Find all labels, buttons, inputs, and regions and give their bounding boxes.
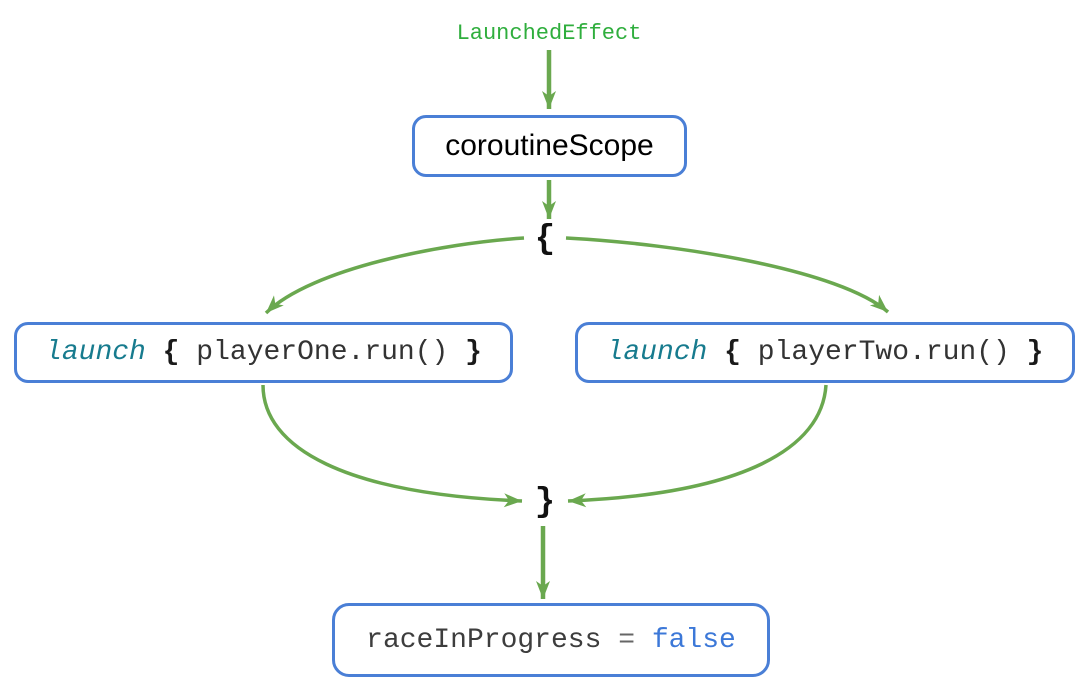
spacer	[448, 337, 465, 368]
launch-player-two-node: launch { playerTwo.run() }	[575, 322, 1075, 383]
open-brace: {	[724, 337, 741, 368]
coroutine-scope-node: coroutineScope	[412, 115, 687, 177]
coroutine-scope-label: coroutineScope	[445, 129, 654, 162]
race-in-progress-node: raceInProgress = false	[332, 603, 770, 677]
spacer	[707, 337, 724, 368]
launch-body: playerTwo.run()	[757, 337, 1010, 368]
launch-body: playerOne.run()	[196, 337, 449, 368]
result-value: false	[651, 624, 736, 656]
close-brace: }	[1026, 337, 1044, 368]
spacer	[635, 625, 652, 656]
launch-keyword: launch	[606, 337, 708, 368]
launch-player-one-node: launch { playerOne.run() }	[14, 322, 513, 383]
spacer	[179, 337, 196, 368]
launched-effect-label: LaunchedEffect	[456, 20, 642, 46]
result-variable: raceInProgress	[366, 624, 602, 656]
open-brace: {	[162, 337, 180, 368]
spacer	[1010, 337, 1027, 368]
launch-keyword: launch	[45, 337, 146, 368]
spacer	[741, 337, 758, 368]
branch-arrow-left	[264, 236, 525, 315]
close-brace-label: }	[534, 484, 556, 522]
equals-operator: =	[618, 624, 636, 656]
merge-arrow-right	[567, 384, 828, 508]
branch-arrow-right	[565, 236, 890, 314]
merge-arrow-left	[261, 384, 523, 508]
spacer	[146, 337, 163, 368]
close-brace: }	[465, 337, 482, 368]
spacer	[601, 625, 618, 656]
open-brace-label: {	[534, 221, 556, 259]
